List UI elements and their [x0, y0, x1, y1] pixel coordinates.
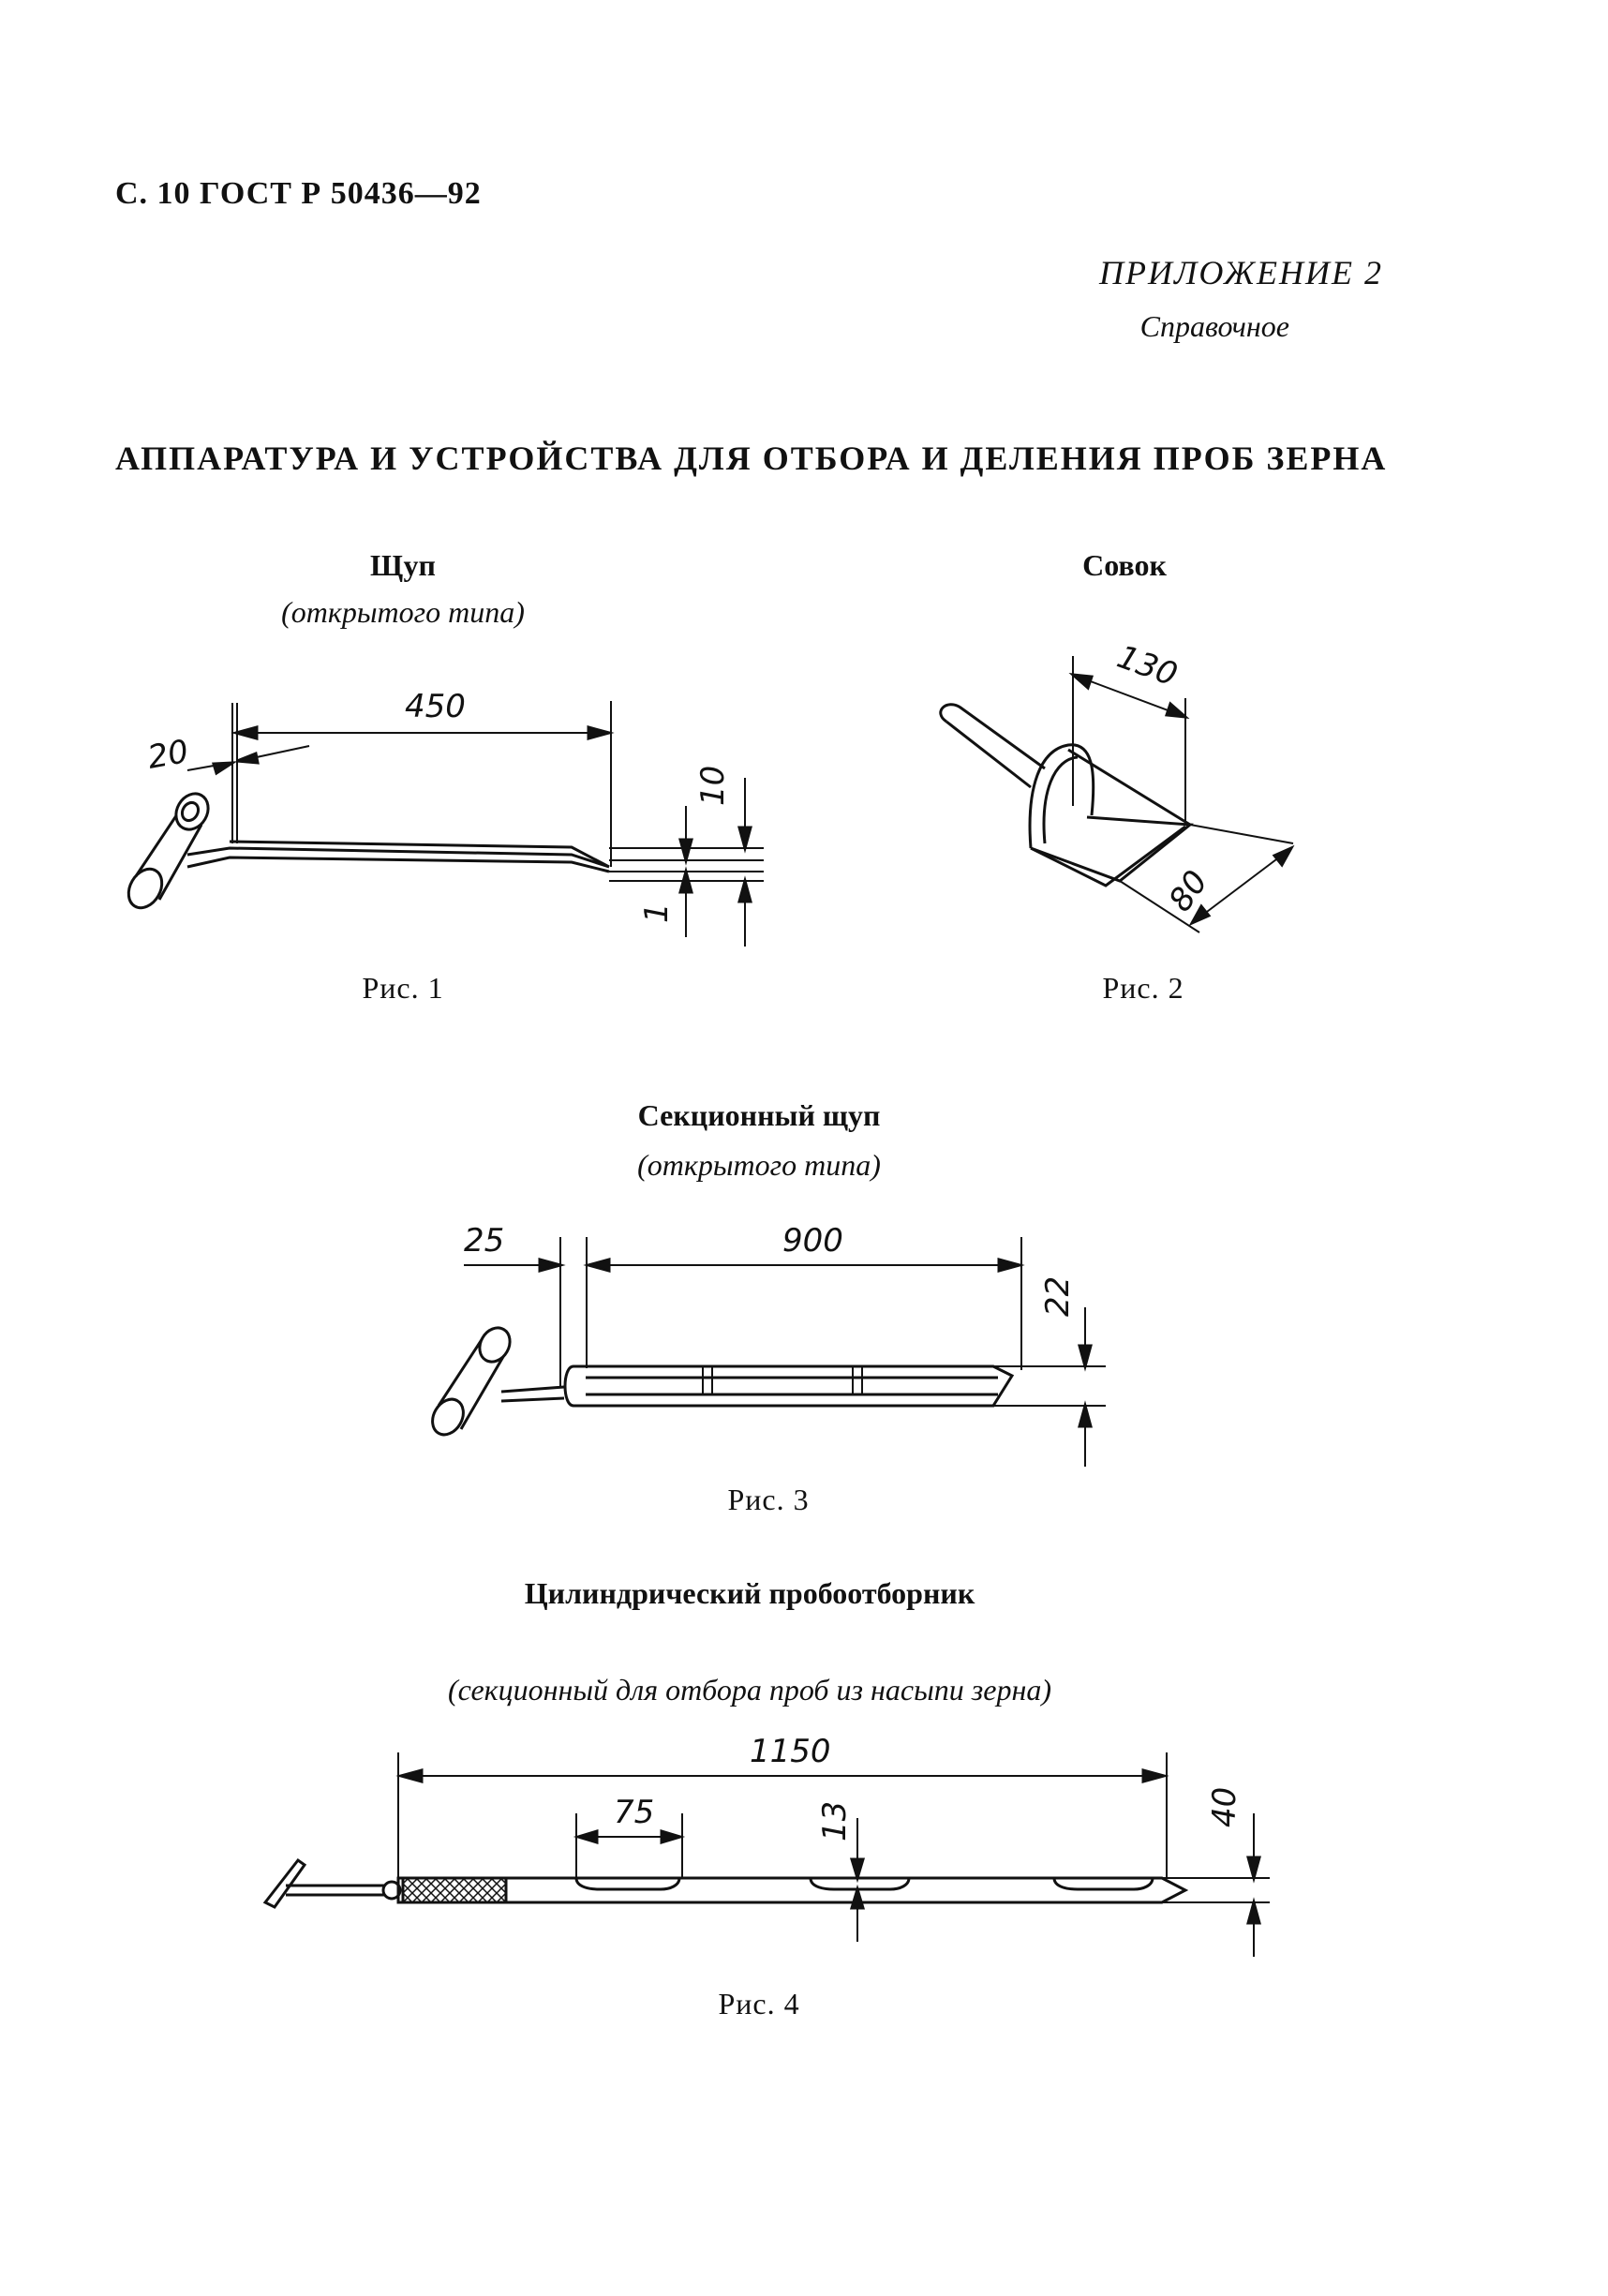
fig4-subtitle: (секционный для отбора проб из насыпи зе…: [448, 1673, 1051, 1707]
fig1-dim-thickness: 1: [638, 902, 676, 923]
page-header: С. 10 ГОСТ Р 50436—92: [115, 176, 482, 211]
fig4-dim-slot-height: 13: [816, 1801, 854, 1841]
fig3-caption: Рис. 3: [727, 1483, 810, 1516]
fig1-dim-offset: 20: [145, 733, 192, 777]
fig3-title: Секционный щуп: [637, 1098, 881, 1132]
appendix-subtitle: Справочное: [1139, 309, 1289, 343]
fig3-dim-length: 900: [782, 1222, 843, 1260]
fig1-subtitle: (открытого типа): [281, 595, 525, 629]
fig1-dim-height: 10: [694, 766, 732, 806]
fig1-title: Щуп: [370, 548, 436, 582]
fig4-dim-slot: 75: [614, 1794, 654, 1831]
main-title: АППАРАТУРА И УСТРОЙСТВА ДЛЯ ОТБОРА И ДЕЛ…: [115, 440, 1388, 477]
fig4-dim-length: 1150: [750, 1733, 831, 1770]
fig3-dim-offset: 25: [464, 1222, 504, 1260]
fig3-dim-height: 22: [1039, 1276, 1077, 1317]
fig4-caption: Рис. 4: [718, 1987, 800, 2020]
fig2-caption: Рис. 2: [1102, 971, 1184, 1005]
fig3-subtitle: (открытого типа): [637, 1148, 881, 1182]
fig4-dim-diameter: 40: [1206, 1787, 1243, 1827]
fig1-dim-length: 450: [405, 688, 466, 725]
appendix-title: ПРИЛОЖЕНИЕ 2: [1099, 254, 1383, 291]
fig4-title: Цилиндрический пробоотборник: [524, 1576, 975, 1610]
fig1-caption: Рис. 1: [362, 971, 444, 1005]
fig2-title: Совок: [1082, 548, 1167, 582]
